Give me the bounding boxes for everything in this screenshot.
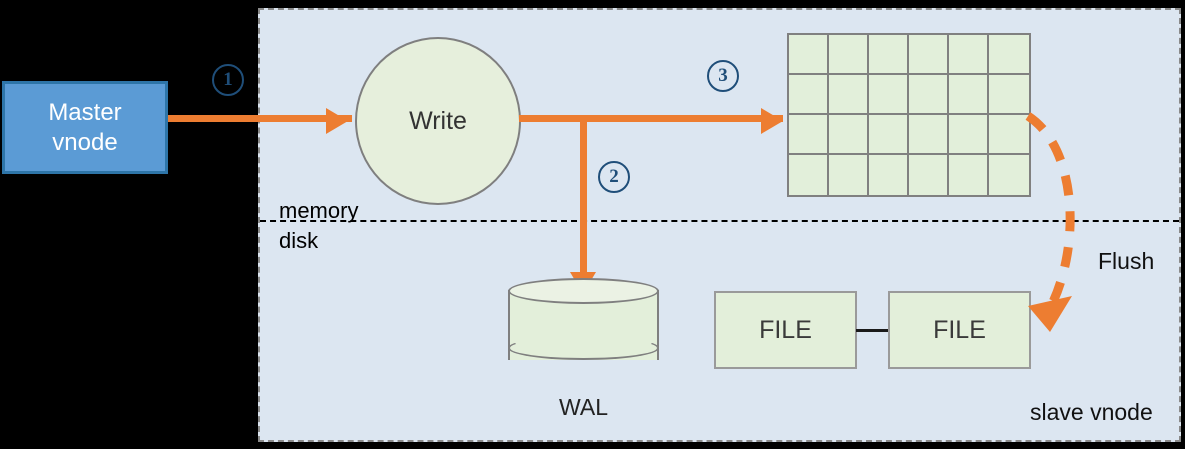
flush-arrow-icon [1025,112,1075,332]
arrow-write-to-memtable-head [761,108,783,134]
memtable-cell [869,75,909,115]
step-marker-1: 1 [212,64,244,96]
memtable-cell [989,115,1029,155]
memtable-cell [869,115,909,155]
memtable-cell [869,35,909,75]
file-box-2[interactable]: FILE [888,291,1031,369]
memtable-cell [789,75,829,115]
master-vnode-box[interactable]: Master vnode [2,81,168,174]
flush-label: Flush [1098,248,1155,274]
disk-label: disk [279,228,319,253]
file-connector-line [856,329,889,332]
file-box-2-label: FILE [933,315,986,344]
memory-label: memory [279,198,359,223]
slave-vnode-label: slave vnode [1030,399,1153,425]
memtable-cell [949,75,989,115]
wal-cylinder [508,278,659,372]
memtable-cell [989,155,1029,195]
wal-cylinder-bottom [508,336,659,360]
write-node[interactable]: Write [355,37,521,205]
memtable-cell [989,75,1029,115]
memtable-cell [829,115,869,155]
arrow-write-to-memtable-line [519,115,783,122]
memtable-cell [909,35,949,75]
memtable-cell [949,155,989,195]
wal-cylinder-top [508,278,659,304]
master-vnode-label-line1: Master [48,98,122,126]
memtable-cell [909,75,949,115]
memory-disk-divider [260,220,1179,222]
memtable-cell [829,155,869,195]
memtable-cell [789,115,829,155]
file-box-1[interactable]: FILE [714,291,857,369]
memtable-cell [949,35,989,75]
master-vnode-label-line2: vnode [52,128,118,156]
memtable-cell [869,155,909,195]
step-marker-2: 2 [598,161,630,193]
wal-label: WAL [559,394,608,420]
arrow-master-to-write-head [326,108,348,134]
arrow-master-to-write-line [168,115,352,122]
file-box-1-label: FILE [759,315,812,344]
memtable-grid [787,33,1031,197]
write-node-label: Write [409,106,467,135]
memtable-cell [829,35,869,75]
memtable-cell [789,35,829,75]
arrow-write-to-wal-line [580,118,587,282]
memtable-cell [909,155,949,195]
memtable-cell [989,35,1029,75]
memtable-cell [789,155,829,195]
memtable-cell [949,115,989,155]
memtable-cell [829,75,869,115]
step-marker-3: 3 [707,60,739,92]
memtable-cell [909,115,949,155]
